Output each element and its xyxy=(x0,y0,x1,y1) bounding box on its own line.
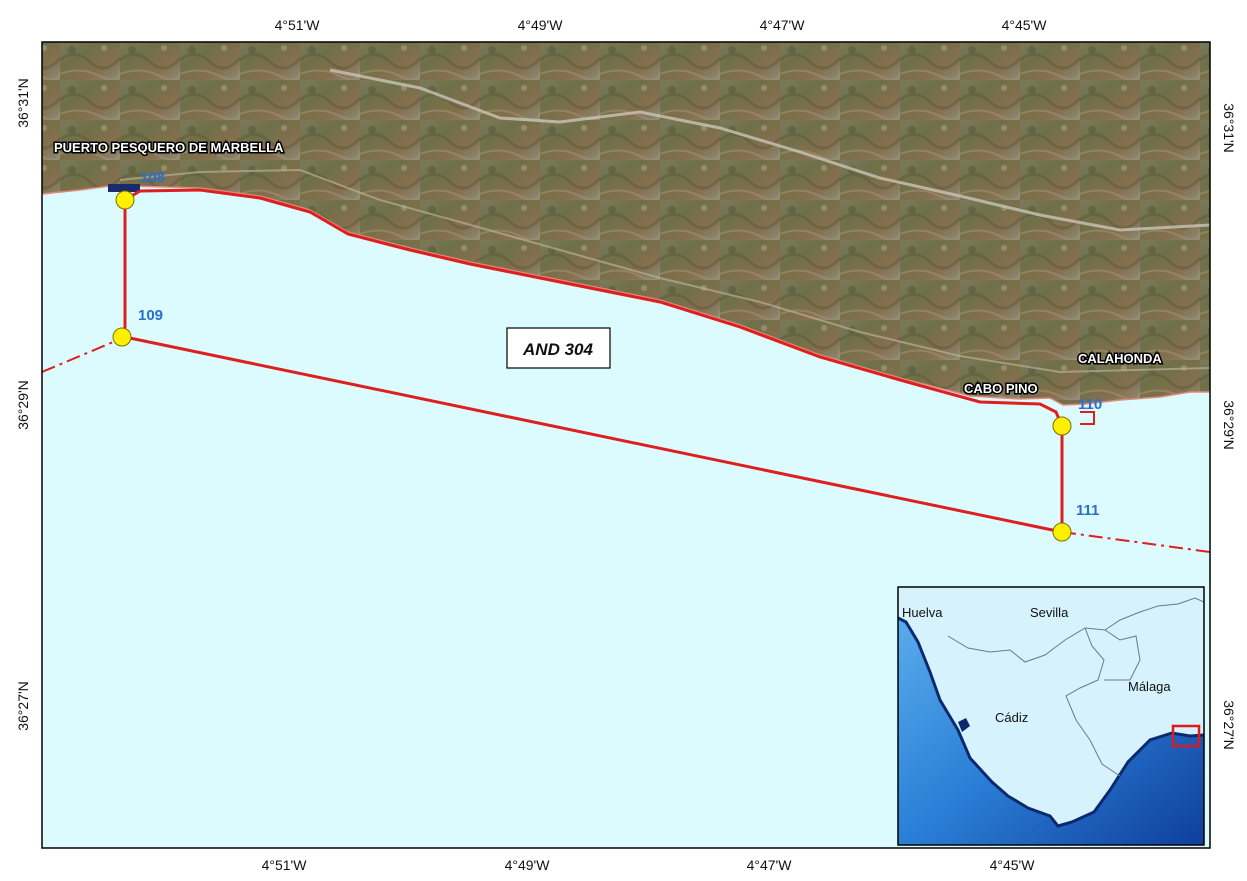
coastal-road xyxy=(119,168,1210,374)
cabo-pino-marina xyxy=(1080,411,1095,425)
inset-map: Huelva Sevilla Málaga Cádiz xyxy=(897,586,1205,846)
waypoint-110-label: 110 xyxy=(1078,396,1102,413)
tick-left-1: 36°29'N xyxy=(15,380,31,430)
inset-province-border-east xyxy=(1065,627,1121,777)
adjacent-boundary-east xyxy=(1061,531,1210,553)
land-area xyxy=(42,42,1210,405)
graticule-top: 4°51'W 4°49'W 4°47'W 4°45'W xyxy=(275,17,1048,33)
tick-left-0: 36°31'N xyxy=(15,78,31,128)
tick-left-2: 36°27'N xyxy=(15,681,31,731)
inset-estuary xyxy=(958,718,970,732)
tick-right-1: 36°29'N xyxy=(1221,400,1237,450)
inset-label-malaga: Málaga xyxy=(1128,679,1171,694)
coastline xyxy=(42,185,1210,406)
inset-label-sevilla: Sevilla xyxy=(1030,605,1069,620)
inset-coastline xyxy=(898,616,1204,828)
tick-top-3: 4°45'W xyxy=(1002,17,1048,33)
waypoint-108-marker xyxy=(115,190,135,210)
graticule-right: 36°31'N 36°29'N 36°27'N xyxy=(1221,103,1237,750)
tick-bottom-3: 4°45'W xyxy=(990,857,1036,873)
waypoint-111-label: 111 xyxy=(1076,502,1099,519)
zone-label-box xyxy=(506,327,611,369)
place-cabo-pino: CABO PINO xyxy=(964,381,1038,396)
graticule-bottom: 4°51'W 4°49'W 4°47'W 4°45'W xyxy=(262,857,1036,873)
marbella-port xyxy=(108,184,140,192)
waypoint-108-label: 108 xyxy=(140,169,165,186)
tick-bottom-0: 4°51'W xyxy=(262,857,308,873)
adjacent-boundary-west xyxy=(42,336,126,373)
highway xyxy=(329,68,1210,232)
tick-bottom-2: 4°47'W xyxy=(747,857,793,873)
inset-land xyxy=(898,587,1204,826)
zone-label: AND 304 xyxy=(522,340,593,359)
map-border xyxy=(41,41,1211,849)
place-calahonda: CALAHONDA xyxy=(1078,351,1162,366)
tick-right-0: 36°31'N xyxy=(1221,103,1237,153)
inset-label-huelva: Huelva xyxy=(902,605,943,620)
waypoint-111-marker xyxy=(1052,522,1072,542)
tick-bottom-1: 4°49'W xyxy=(505,857,551,873)
tick-top-0: 4°51'W xyxy=(275,17,321,33)
inset-locator-box xyxy=(1171,724,1201,748)
graticule-left: 36°31'N 36°29'N 36°27'N xyxy=(15,78,31,731)
inset-province-border-malaga xyxy=(1104,629,1141,681)
tick-top-2: 4°47'W xyxy=(760,17,806,33)
tick-right-2: 36°27'N xyxy=(1221,700,1237,750)
tick-top-1: 4°49'W xyxy=(518,17,564,33)
place-marbella: PUERTO PESQUERO DE MARBELLA xyxy=(54,140,284,155)
inset-label-cadiz: Cádiz xyxy=(995,710,1028,725)
waypoint-109-marker xyxy=(112,327,132,347)
waypoint-109-label: 109 xyxy=(138,307,163,324)
waypoint-110-marker xyxy=(1052,416,1072,436)
